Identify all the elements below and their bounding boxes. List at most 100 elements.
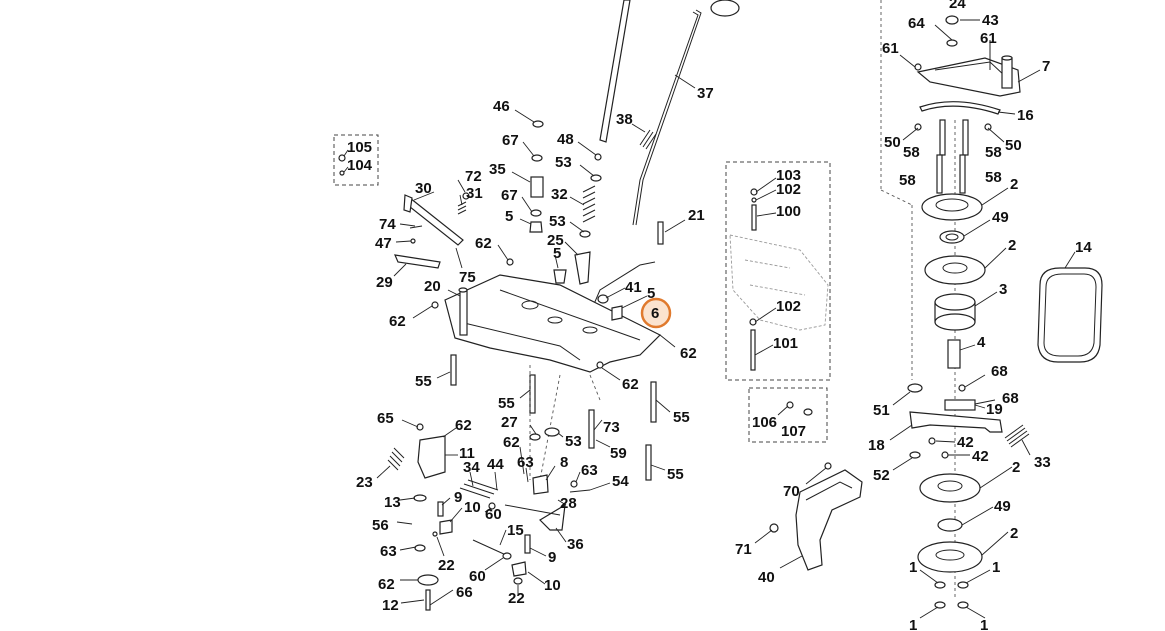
callout-1: 1	[992, 559, 1000, 576]
callout-32: 32	[551, 186, 568, 203]
callout-18: 18	[868, 437, 885, 454]
callout-1: 1	[980, 617, 988, 631]
callout-61: 61	[980, 30, 997, 47]
sub-assembly-box-106-107	[748, 387, 828, 443]
callout-102: 102	[776, 181, 801, 198]
callout-12: 12	[382, 597, 399, 614]
callout-23: 23	[356, 474, 373, 491]
callout-8: 8	[560, 454, 568, 471]
callout-21: 21	[688, 207, 705, 224]
callout-62: 62	[389, 313, 406, 330]
spindle-assembly	[880, 0, 1103, 609]
callout-48: 48	[557, 131, 574, 148]
callout-60: 60	[469, 568, 486, 585]
callout-50: 50	[884, 134, 901, 151]
callout-55: 55	[667, 466, 684, 483]
callout-27: 27	[501, 414, 518, 431]
callout-41: 41	[625, 279, 642, 296]
callout-31: 31	[466, 185, 483, 202]
callout-64: 64	[908, 15, 925, 32]
callout-70: 70	[783, 483, 800, 500]
callout-59: 59	[610, 445, 627, 462]
callout-55: 55	[673, 409, 690, 426]
callout-56: 56	[372, 517, 389, 534]
callout-100: 100	[776, 203, 801, 220]
callout-58: 58	[899, 172, 916, 189]
callout-2: 2	[1008, 237, 1016, 254]
callout-42: 42	[972, 448, 989, 465]
callout-47: 47	[375, 235, 392, 252]
callout-62: 62	[455, 417, 472, 434]
callout-63: 63	[380, 543, 397, 560]
callout-33: 33	[1034, 454, 1051, 471]
callout-9: 9	[548, 549, 556, 566]
callout-58: 58	[903, 144, 920, 161]
callout-13: 13	[384, 494, 401, 511]
callout-1: 1	[909, 559, 917, 576]
callout-102: 102	[776, 298, 801, 315]
callout-22: 22	[438, 557, 455, 574]
callout-62: 62	[378, 576, 395, 593]
callout-67: 67	[501, 187, 518, 204]
callout-63: 63	[517, 454, 534, 471]
callout-104: 104	[347, 157, 373, 174]
callout-5: 5	[505, 208, 513, 225]
callout-34: 34	[463, 459, 480, 476]
callout-3: 3	[999, 281, 1007, 298]
callout-24: 24	[949, 0, 966, 12]
callout-20: 20	[424, 278, 441, 295]
callout-75: 75	[459, 269, 476, 286]
callout-50: 50	[1005, 137, 1022, 154]
callout-40: 40	[758, 569, 775, 586]
callout-49: 49	[994, 498, 1011, 515]
callout-106: 106	[752, 414, 777, 431]
callout-52: 52	[873, 467, 890, 484]
callout-53: 53	[555, 154, 572, 171]
callout-49: 49	[992, 209, 1009, 226]
callout-11: 11	[459, 445, 475, 462]
callout-7: 7	[1042, 58, 1050, 75]
callout-2: 2	[1012, 459, 1020, 476]
callout-28: 28	[560, 495, 577, 512]
leader-lines	[343, 19, 1076, 619]
callout-58: 58	[985, 169, 1002, 186]
callout-73: 73	[603, 419, 620, 436]
callout-105: 105	[347, 139, 372, 156]
callout-43: 43	[982, 12, 999, 29]
highlight-marker-6[interactable]	[640, 297, 672, 329]
callout-66: 66	[456, 584, 473, 601]
callout-72: 72	[465, 168, 482, 185]
callout-2: 2	[1010, 525, 1018, 542]
callout-labels: 24 43 64 61 61 7 16 50 50 58 58 58 58 2 …	[347, 0, 1092, 631]
callout-36: 36	[567, 536, 584, 553]
callout-53: 53	[565, 433, 582, 450]
callout-4: 4	[977, 334, 986, 351]
callout-2: 2	[1010, 176, 1018, 193]
callout-5: 5	[647, 285, 655, 302]
callout-55: 55	[498, 395, 515, 412]
callout-46: 46	[493, 98, 510, 115]
callout-101: 101	[773, 335, 798, 352]
callout-10: 10	[544, 577, 561, 594]
callout-58: 58	[985, 144, 1002, 161]
sub-assembly-box-100-103	[725, 161, 831, 381]
callout-68: 68	[1002, 390, 1019, 407]
callout-62: 62	[680, 345, 697, 362]
callout-30: 30	[415, 180, 432, 197]
callout-54: 54	[612, 473, 629, 490]
callout-9: 9	[454, 489, 462, 506]
callout-68: 68	[991, 363, 1008, 380]
callout-6[interactable]: 6	[651, 305, 659, 322]
callout-15: 15	[507, 522, 524, 539]
callout-61: 61	[882, 40, 899, 57]
callout-67: 67	[502, 132, 519, 149]
callout-55: 55	[415, 373, 432, 390]
callout-16: 16	[1017, 107, 1034, 124]
faded-plate	[729, 234, 829, 331]
callout-74: 74	[379, 216, 396, 233]
callout-63: 63	[581, 462, 598, 479]
callout-19: 19	[986, 401, 1003, 418]
callout-60: 60	[485, 506, 502, 523]
callout-53: 53	[549, 213, 566, 230]
